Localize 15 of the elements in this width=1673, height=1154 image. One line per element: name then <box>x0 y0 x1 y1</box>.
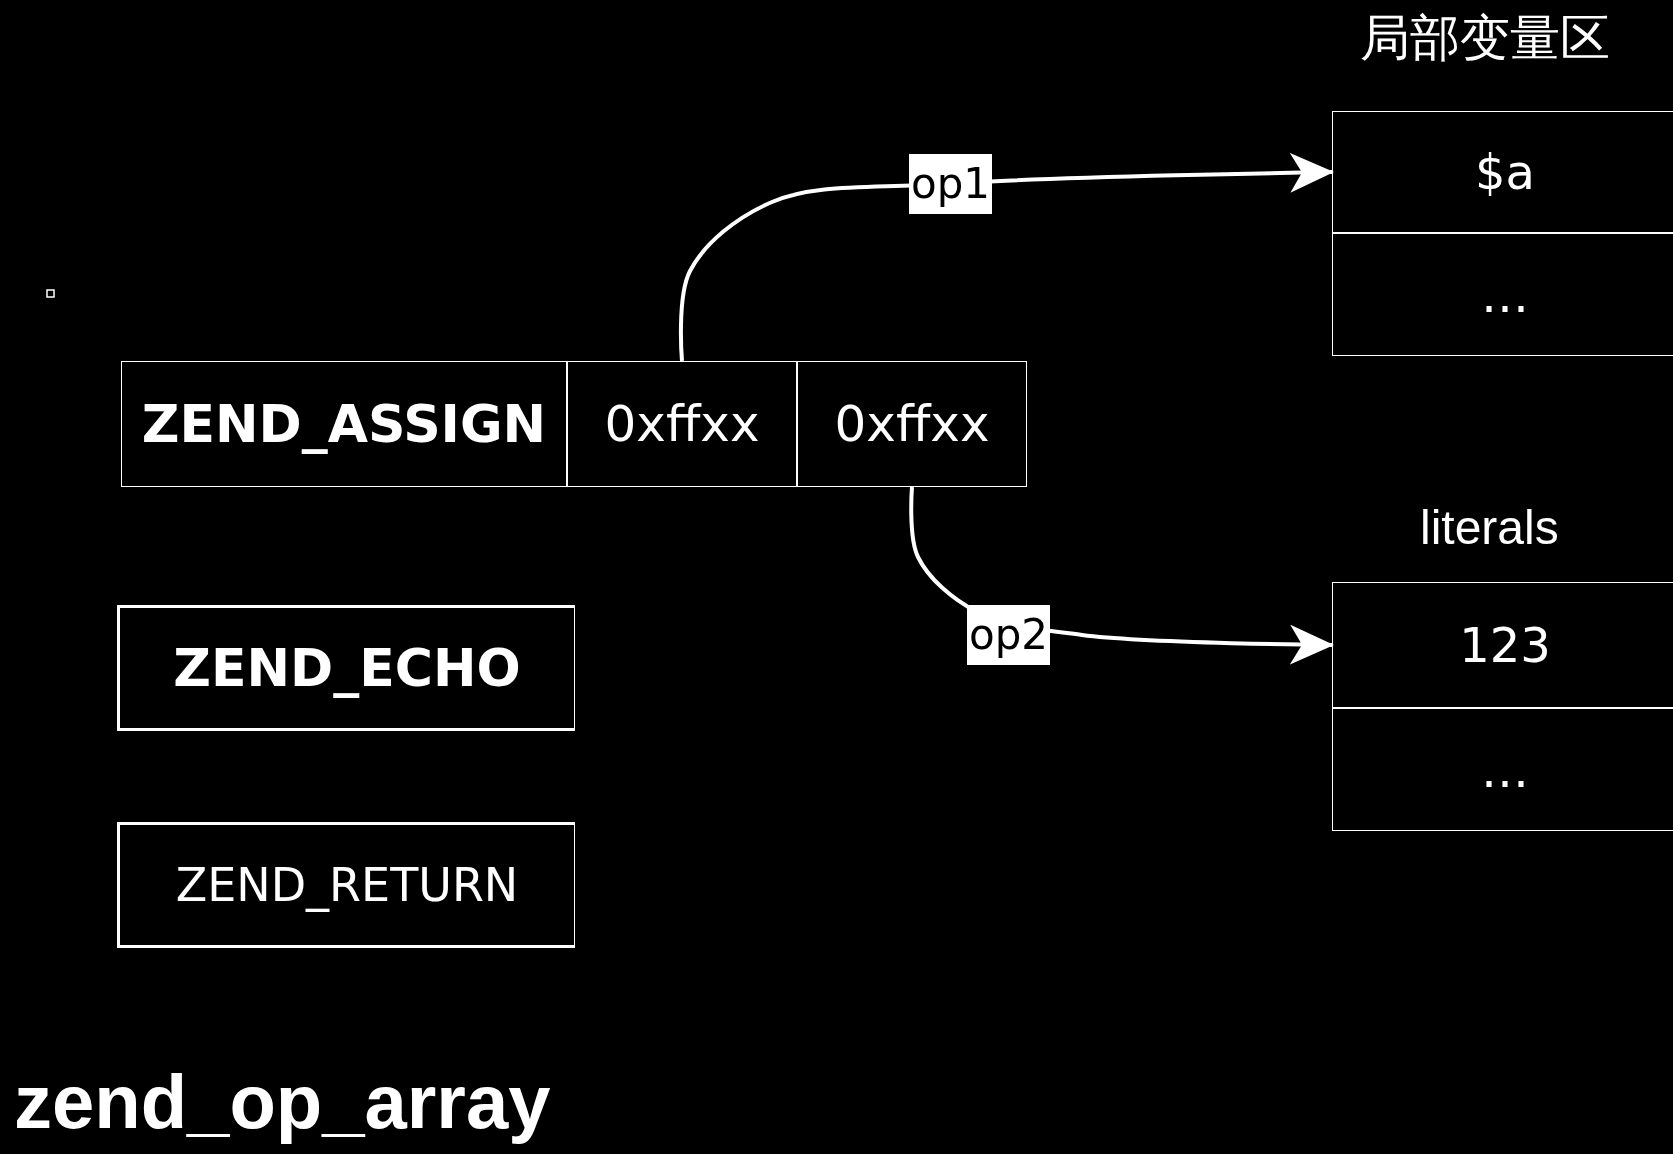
table-cell: … <box>1332 708 1673 831</box>
instruction-cell: 0xffxx <box>797 361 1027 487</box>
table-cell: … <box>1332 233 1673 356</box>
heading-label: 局部变量区 <box>1360 9 1610 68</box>
table-cell: $a <box>1332 111 1673 233</box>
arrow <box>678 152 1334 362</box>
title: zend_op_array <box>14 1058 551 1145</box>
instruction-cell: ZEND_ASSIGN <box>121 361 567 487</box>
edge-label: op2 <box>967 605 1051 665</box>
heading-label: literals <box>1420 500 1559 555</box>
table-cell: 123 <box>1332 582 1673 708</box>
instruction-cell: 0xffxx <box>567 361 797 487</box>
opcode-box: ZEND_ECHO <box>117 605 575 731</box>
edge-label: op1 <box>909 154 993 214</box>
opcode-box: ZEND_RETURN <box>117 822 575 948</box>
